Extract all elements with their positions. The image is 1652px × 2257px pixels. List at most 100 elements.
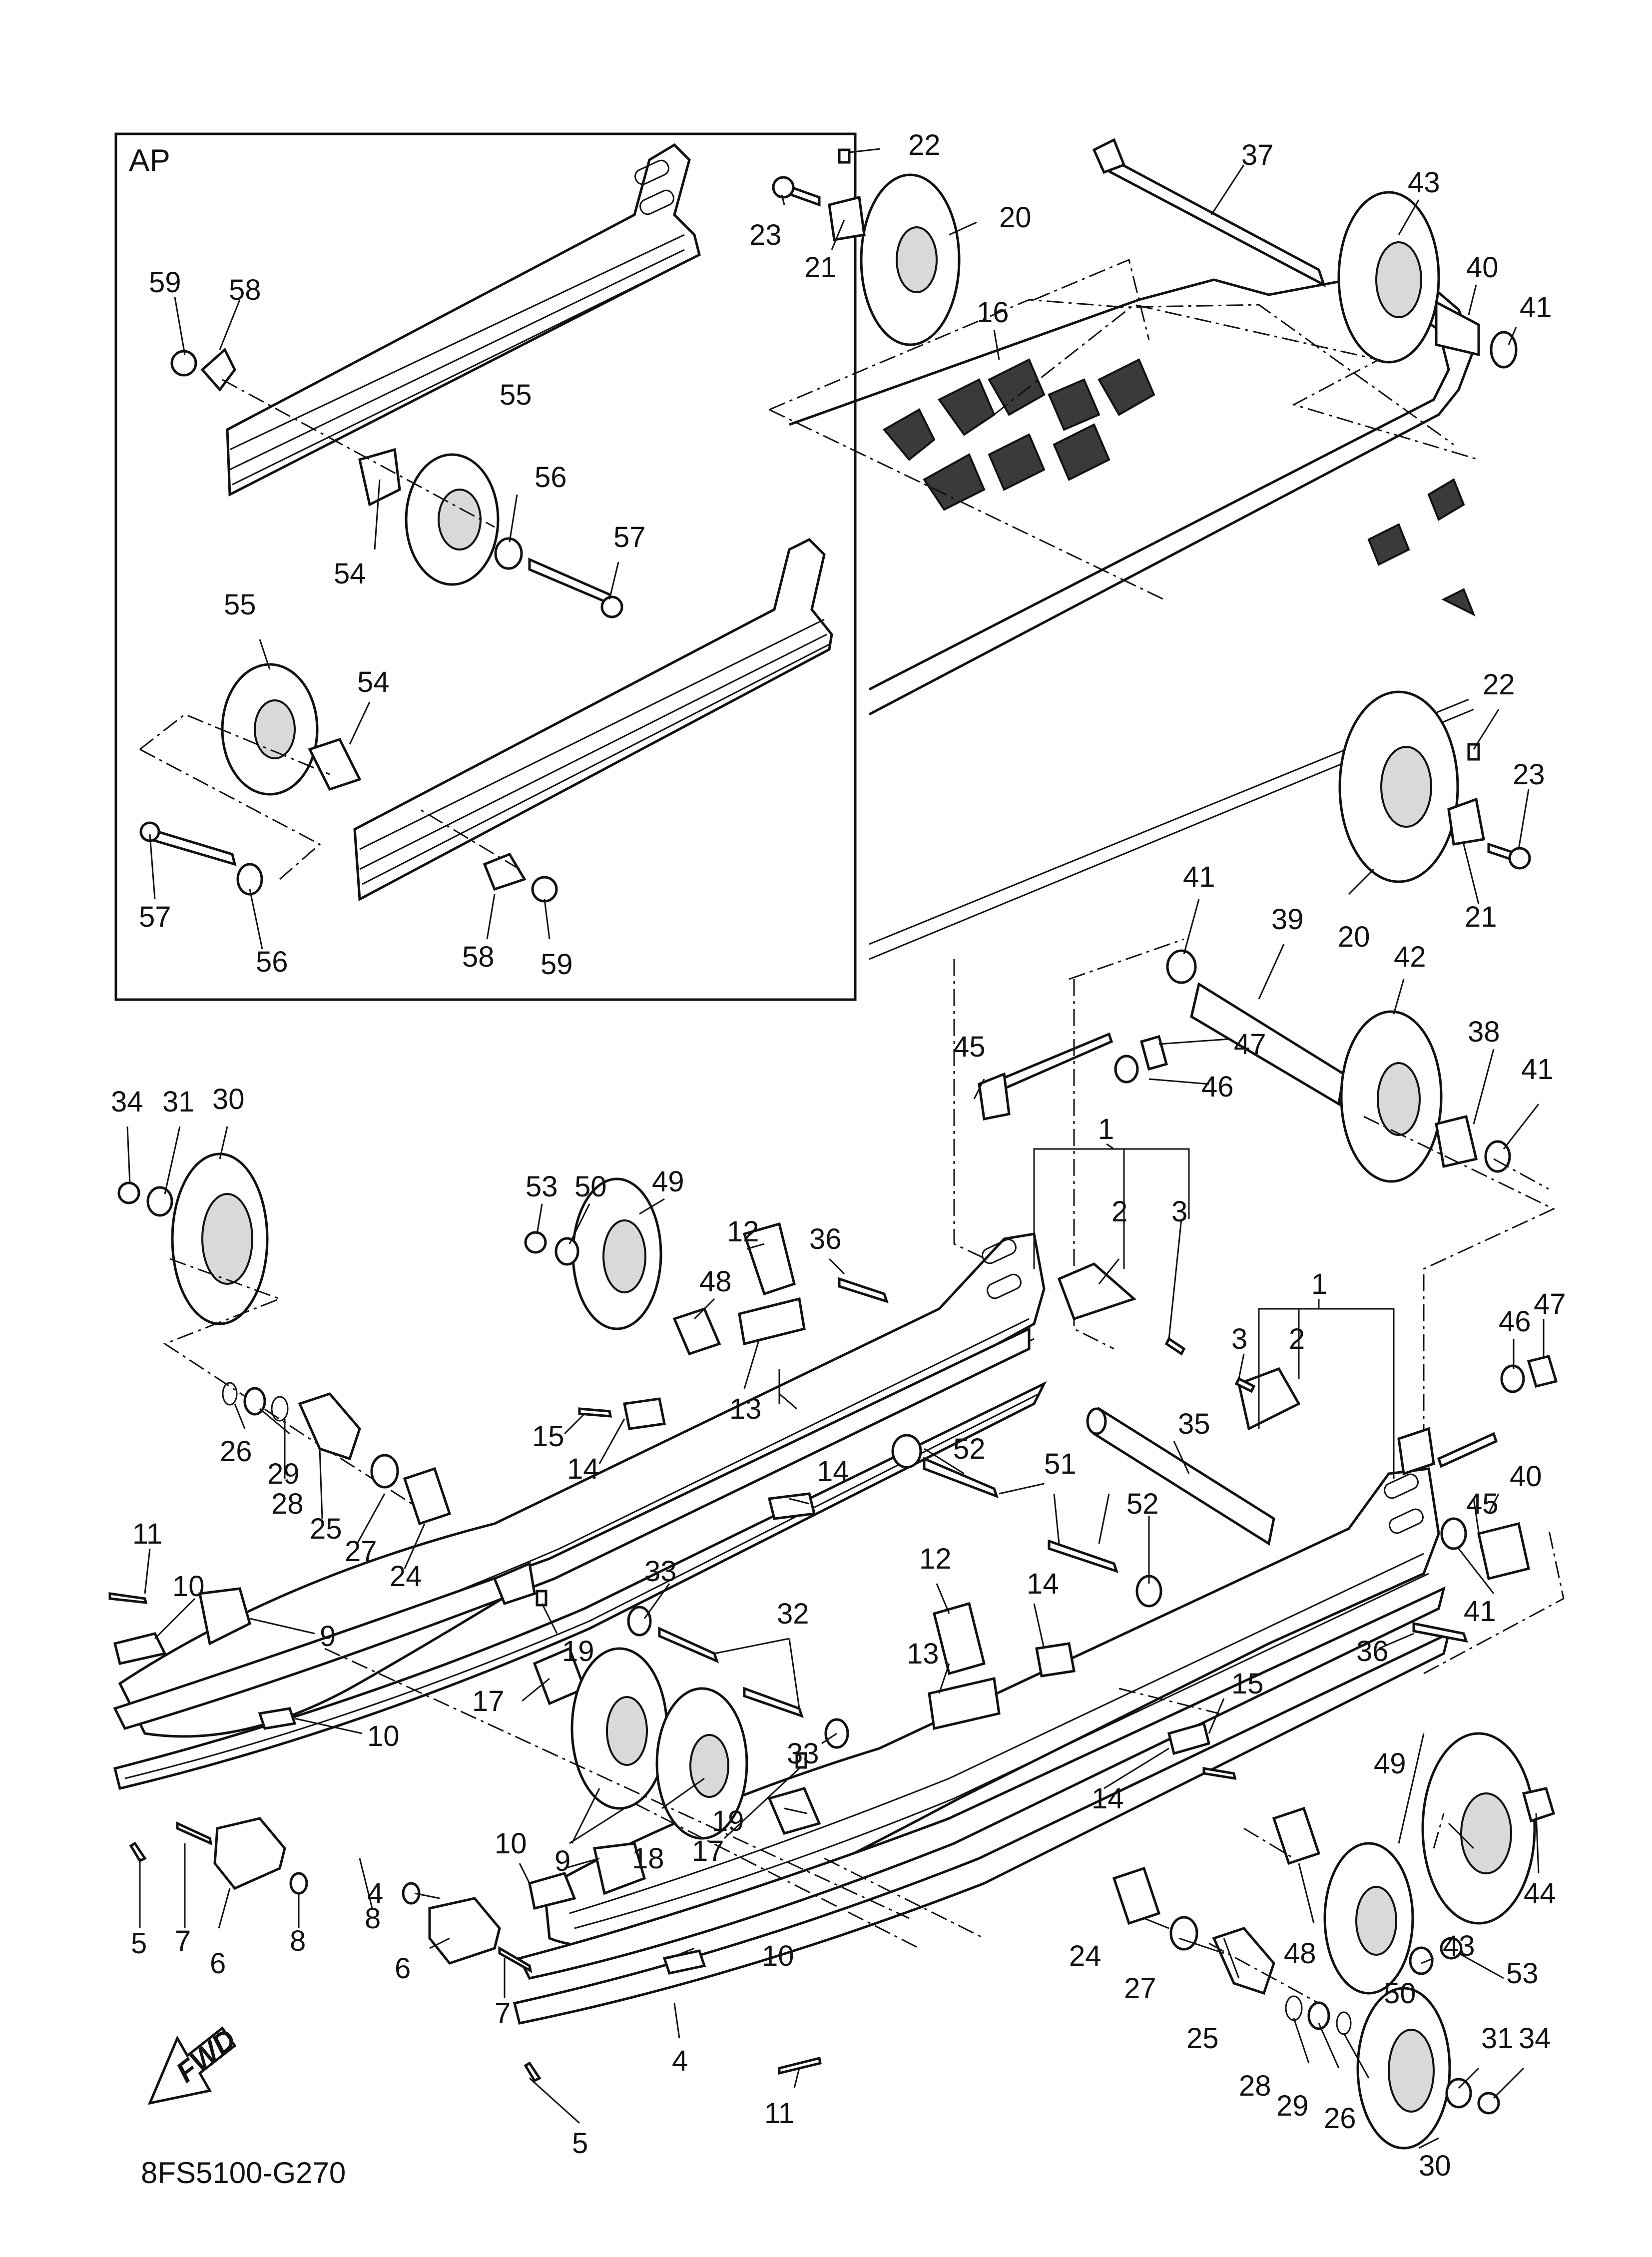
- bolt-32-bottom-icon: [743, 1687, 804, 1718]
- callout-37: 37: [1241, 139, 1274, 171]
- callout-6-center: 6: [395, 1952, 411, 1985]
- rivet-11-bottom-icon: [778, 2056, 822, 2075]
- fwd-arrow: FWD: [147, 2023, 242, 2105]
- callout-19-bottom: 19: [712, 1805, 744, 1837]
- callout-4-bottom: 4: [672, 2045, 688, 2077]
- callout-41-mid: 41: [1183, 861, 1215, 893]
- bolt-51-top-icon: [923, 1457, 999, 1499]
- callout-17-top: 17: [472, 1685, 505, 1717]
- callout-38: 38: [1468, 1016, 1500, 1048]
- callout-56-inset-top: 56: [535, 461, 567, 494]
- diagram-code: 8FS5100-G270: [141, 2156, 346, 2190]
- callout-55-inset-top: 55: [500, 379, 532, 411]
- nut-44-icon: [1522, 1787, 1556, 1823]
- rivet-15-top-icon: [578, 1407, 612, 1418]
- block-12-mid-icon: [932, 1602, 986, 1676]
- inset-label: AP: [129, 143, 170, 178]
- callout-27-top: 27: [345, 1535, 377, 1568]
- nut-59-icon: [170, 350, 197, 377]
- callout-57-inset-bottom: 57: [139, 901, 171, 933]
- collar-27-top-icon: [370, 1454, 399, 1489]
- callout-5-bottom: 5: [572, 2127, 588, 2160]
- callout-52-bottom: 52: [1126, 1488, 1159, 1520]
- callout-14-mid: 14: [817, 1455, 849, 1488]
- callout-56-inset-bottom: 56: [256, 946, 288, 978]
- callout-57-inset-top: 57: [613, 521, 646, 554]
- guide-9-top-icon: [198, 1587, 251, 1646]
- callout-10-top: 10: [172, 1570, 205, 1603]
- callout-40-top: 40: [1466, 251, 1499, 284]
- bolt-19-top-icon: [536, 1590, 548, 1607]
- washer-33-top-icon: [627, 1606, 652, 1637]
- callout-17-bottom: 17: [692, 1835, 724, 1867]
- washer-41-mid-icon: [1166, 949, 1197, 984]
- collar-54-icon: [358, 448, 401, 507]
- shaft-39-icon: [1190, 982, 1345, 1107]
- bracket-14-top-icon: [623, 1397, 666, 1430]
- callout-14-lower: 14: [1092, 1782, 1124, 1815]
- bolt-22-right-icon: [1467, 743, 1480, 761]
- bracket-58b-icon: [483, 852, 527, 891]
- clip-26-top-icon: [222, 1382, 238, 1406]
- collar-45-right-icon: [1397, 1427, 1435, 1476]
- callout-48-top: 48: [699, 1265, 732, 1298]
- washer-28-top-icon: [271, 1396, 289, 1422]
- callout-24-bottom: 24: [1069, 1940, 1101, 1972]
- callout-13-top: 13: [729, 1393, 762, 1425]
- nut-47-top-icon: [1139, 1035, 1168, 1071]
- callout-22-right: 22: [1483, 668, 1515, 701]
- callout-23-top: 23: [749, 219, 782, 251]
- track-assembly: [769, 138, 1531, 960]
- callout-8-center: 8: [365, 1902, 381, 1935]
- center-parts: [324, 1177, 1558, 2083]
- callout-31-bottom: 31: [1481, 2022, 1514, 2055]
- nut-53-bottom-icon: [1440, 1937, 1463, 1960]
- callout-58-inset-bottom: 58: [462, 941, 495, 973]
- clip-10-lower-icon: [528, 1871, 576, 1910]
- callout-45-right: 45: [1466, 1488, 1499, 1520]
- washer-46-top-icon: [1114, 1055, 1139, 1084]
- callout-47-right: 47: [1534, 1288, 1566, 1320]
- block-12-top-icon: [742, 1222, 796, 1296]
- collar-52-top-icon: [891, 1434, 922, 1469]
- collar-48-top-icon: [672, 1307, 721, 1356]
- callout-14-right: 14: [1027, 1568, 1059, 1600]
- clip-26-bottom-icon: [1336, 2011, 1352, 2035]
- callout-25-top: 25: [310, 1513, 342, 1545]
- callout-58-inset-top: 58: [229, 274, 261, 306]
- bottom-right-parts: [1112, 1528, 1565, 2150]
- callout-59-inset-bottom: 59: [541, 948, 573, 981]
- bolt-36-lower-icon: [1412, 1622, 1468, 1643]
- callout-40-right: 40: [1510, 1460, 1542, 1493]
- callout-10-lower: 10: [495, 1827, 527, 1860]
- collar-21-top-icon: [828, 195, 866, 241]
- callout-46-right: 46: [1499, 1305, 1531, 1338]
- left-parts: [108, 1152, 452, 1895]
- callout-53-top: 53: [526, 1170, 558, 1203]
- callout-9-top: 9: [320, 1620, 336, 1653]
- callout-26-bottom: 26: [1324, 2102, 1356, 2135]
- callout-55-inset-bottom: 55: [224, 588, 256, 621]
- bolt-45-right-icon: [1437, 1432, 1498, 1468]
- bolt-22-top-icon: [838, 148, 851, 164]
- callout-42: 42: [1394, 941, 1426, 973]
- callout-28-top: 28: [271, 1488, 304, 1520]
- washer-41-lower-icon: [1440, 1517, 1467, 1550]
- rivet-3-top-icon: [1164, 1337, 1186, 1356]
- callout-15-top: 15: [532, 1420, 564, 1453]
- pin-7-center-icon: [498, 1946, 533, 1973]
- callout-34-bottom: 34: [1519, 2022, 1551, 2055]
- callout-labels: 22 23 21 20 37 43 40 41 16 59 58 55 56 5…: [111, 129, 1566, 2182]
- guide-9-lower-icon: [592, 1842, 646, 1895]
- slide-rail-upper: [113, 1232, 1047, 1790]
- block-6-center-icon: [428, 1897, 501, 1965]
- nut-47-right-icon: [1527, 1354, 1558, 1388]
- washer-56-icon: [494, 537, 523, 570]
- leader-lines: [126, 148, 1545, 2149]
- callout-33-top: 33: [644, 1555, 677, 1588]
- callout-2-right: 2: [1289, 1323, 1305, 1355]
- callout-30-top: 30: [212, 1083, 245, 1116]
- nut-53-top-icon: [524, 1231, 547, 1254]
- callout-47-top: 47: [1234, 1028, 1266, 1061]
- callout-4-left: 4: [367, 1877, 383, 1910]
